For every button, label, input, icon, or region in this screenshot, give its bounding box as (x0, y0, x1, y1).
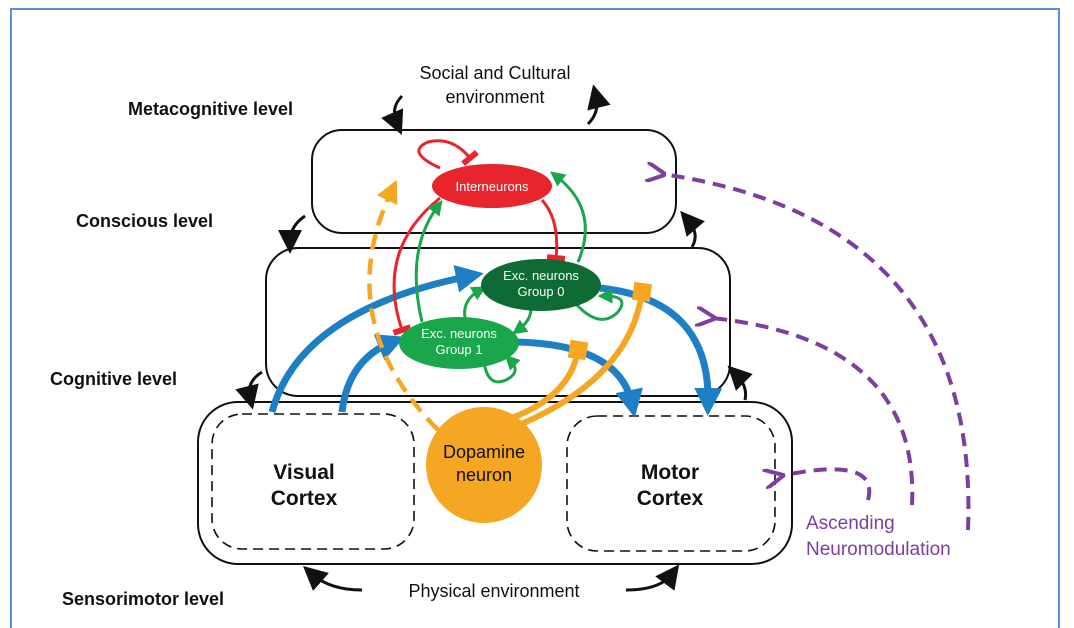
sensorimotor-level-label: Sensorimotor level (62, 589, 224, 609)
metacognitive-box (311, 129, 677, 234)
dopamine-label-line2: neuron (456, 465, 512, 485)
group1-to-interneurons-arrow (414, 199, 443, 323)
exc-group0-node (481, 259, 601, 311)
group0-to-motor-arrow (599, 284, 723, 416)
visual-cortex-label-line1: Visual (273, 461, 334, 484)
motor-cortex-label-line1: Motor (641, 461, 699, 484)
exc-group1-node (399, 317, 519, 369)
interneurons-to-group1-inhibition (392, 196, 441, 336)
physical-environment-label: Physical environment (408, 581, 579, 601)
dopamine-neuron-node (426, 407, 542, 523)
group1-to-motor-arrow (517, 338, 643, 418)
conscious-level-label: Conscious level (76, 211, 213, 231)
neuromodulation-label-line2: Neuromodulation (806, 539, 951, 560)
group0-self-excitation (574, 288, 624, 321)
motor-cortex-label-line2: Cortex (637, 487, 704, 510)
exc-group1-label-line1: Exc. neurons (421, 326, 497, 341)
neuromodulation-to-motor-arrow (780, 467, 872, 501)
figure-frame (10, 8, 1060, 628)
exc-group0-label-line1: Exc. neurons (503, 268, 579, 283)
neuromodulation-to-cognitive-arrow (712, 318, 915, 506)
visual-to-group0-arrow (268, 265, 484, 413)
dopamine-to-group0-arrow (510, 281, 653, 431)
dopamine-label-line1: Dopamine (443, 442, 525, 462)
interneurons-self-inhibition (417, 139, 479, 170)
metacognitive-level-label: Metacognitive level (128, 99, 293, 119)
visual-cortex-label-line2: Cortex (271, 487, 338, 510)
group0-to-interneurons-arrow (550, 171, 587, 263)
conscious-down-arrow (278, 214, 306, 254)
metacognitive-down-arrow (381, 94, 404, 135)
physical-left-arrow (303, 566, 363, 592)
cognitive-up-arrow (680, 210, 705, 248)
interneurons-label: Interneurons (456, 179, 529, 194)
interneurons-node (432, 164, 552, 208)
cognitive-level-label: Cognitive level (50, 369, 177, 389)
sensorimotor-box (197, 401, 793, 565)
group1-to-group0-arrow (463, 286, 487, 319)
social-environment-label-line2: environment (445, 87, 544, 107)
exc-group0-label-line2: Group 0 (518, 284, 565, 299)
cognitive-box (265, 247, 731, 397)
physical-right-arrow (625, 564, 680, 592)
sensorimotor-up-arrow (727, 365, 753, 401)
social-up-arrow (586, 84, 611, 126)
dopamine-to-interneurons-dashed-arrow (367, 179, 440, 432)
visual-cortex-box (211, 413, 415, 550)
cognitive-down-arrow (235, 370, 263, 410)
social-environment-label-line1: Social and Cultural (419, 63, 570, 83)
exc-group1-label-line2: Group 1 (436, 342, 483, 357)
neuromodulation-to-metacognitive-arrow (662, 174, 971, 531)
neuromodulation-label-line1: Ascending (806, 513, 895, 534)
interneurons-to-group0-inhibition (540, 198, 566, 262)
group1-self-excitation (482, 354, 521, 384)
